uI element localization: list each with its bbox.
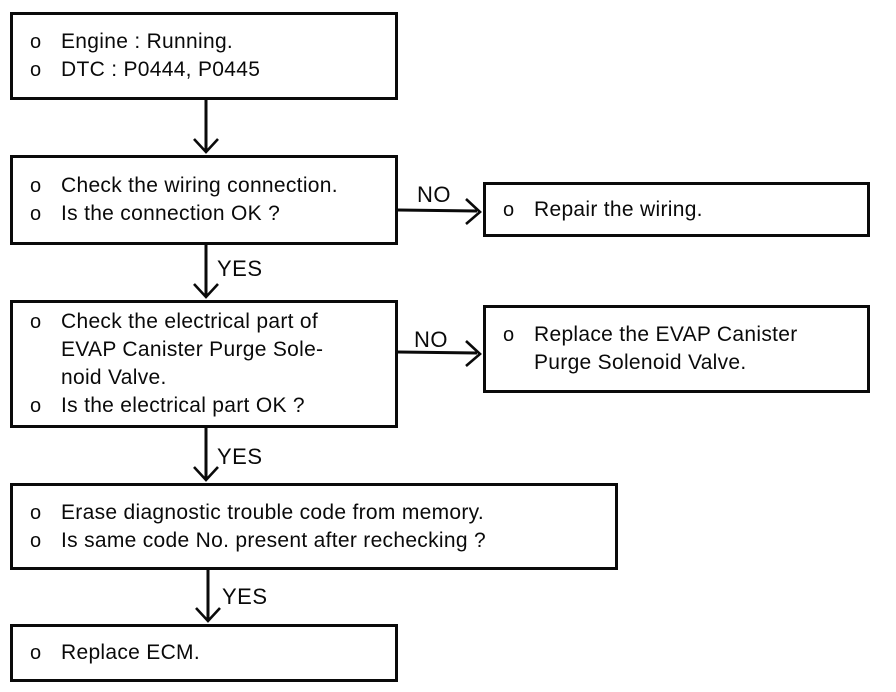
box-line-text: EVAP Canister Purge Sole- [61,338,324,361]
bullet-icon: o [30,529,42,552]
bullet-icon: o [30,59,42,81]
flow-box-start: o Engine : Running. o DTC : P0444, P0445 [10,12,398,100]
bullet-icon: o [30,175,42,197]
box-line-text: Check the electrical part of [61,310,319,333]
flow-box-replace-ecm: o Replace ECM. [10,624,398,682]
arrow-yes-to-check-electrical [193,245,219,299]
box-line-text: Is the connection OK ? [61,202,281,225]
bullet-icon: o [503,198,515,221]
list-item: o Is the electrical part OK ? [13,392,395,420]
edge-label-no-1: NO [417,182,451,207]
list-item-continuation: EVAP Canister Purge Sole- [13,336,395,364]
bullet-icon: o [30,395,42,417]
list-item: o Repair the wiring. [486,196,867,224]
list-item-continuation: Purge Solenoid Valve. [486,349,867,377]
arrow-yes-to-erase-code [193,428,219,482]
flow-box-check-wiring: o Check the wiring connection. o Is the … [10,155,398,245]
bullet-icon: o [30,311,42,333]
bullet-icon: o [30,203,42,225]
arrow-yes-to-replace-ecm [195,570,221,623]
bullet-icon: o [503,324,515,346]
edge-label-no-2: NO [414,327,448,352]
flow-box-repair-wiring: o Repair the wiring. [483,182,870,237]
bullet-icon: o [30,31,42,53]
box-line-text: noid Valve. [61,366,167,389]
list-item: o Is same code No. present after recheck… [13,527,615,555]
flow-box-replace-valve: o Replace the EVAP Canister Purge Soleno… [483,305,870,393]
edge-label-yes-1: YES [217,256,263,281]
box-line-text: Engine : Running. [61,30,234,53]
list-item: o Is the connection OK ? [13,200,395,228]
box-line-text: Repair the wiring. [534,197,703,221]
list-item: o Engine : Running. [13,28,395,56]
edge-label-yes-3: YES [222,584,268,609]
list-item: o Replace ECM. [13,639,395,667]
box-line-text: Purge Solenoid Valve. [534,351,747,374]
box-line-text: Erase diagnostic trouble code from memor… [61,500,485,524]
list-item: o Check the electrical part of [13,308,395,336]
flow-box-erase-code: o Erase diagnostic trouble code from mem… [10,483,618,570]
edge-label-yes-2: YES [217,444,263,469]
box-line-text: Replace ECM. [61,641,200,664]
flow-box-check-electrical: o Check the electrical part of EVAP Cani… [10,300,398,428]
list-item: o DTC : P0444, P0445 [13,56,395,84]
arrow-start-to-check-wiring [193,100,219,154]
list-item: o Check the wiring connection. [13,172,395,200]
bullet-icon: o [30,501,42,524]
box-line-text: Is same code No. present after recheckin… [61,528,486,552]
box-line-text: DTC : P0444, P0445 [61,58,261,81]
list-item: o Replace the EVAP Canister [486,321,867,349]
box-line-text: Replace the EVAP Canister [534,323,798,346]
bullet-icon: o [30,642,42,664]
box-line-text: Check the wiring connection. [61,174,338,197]
list-item-continuation: noid Valve. [13,364,395,392]
box-line-text: Is the electrical part OK ? [61,394,305,417]
list-item: o Erase diagnostic trouble code from mem… [13,499,615,527]
